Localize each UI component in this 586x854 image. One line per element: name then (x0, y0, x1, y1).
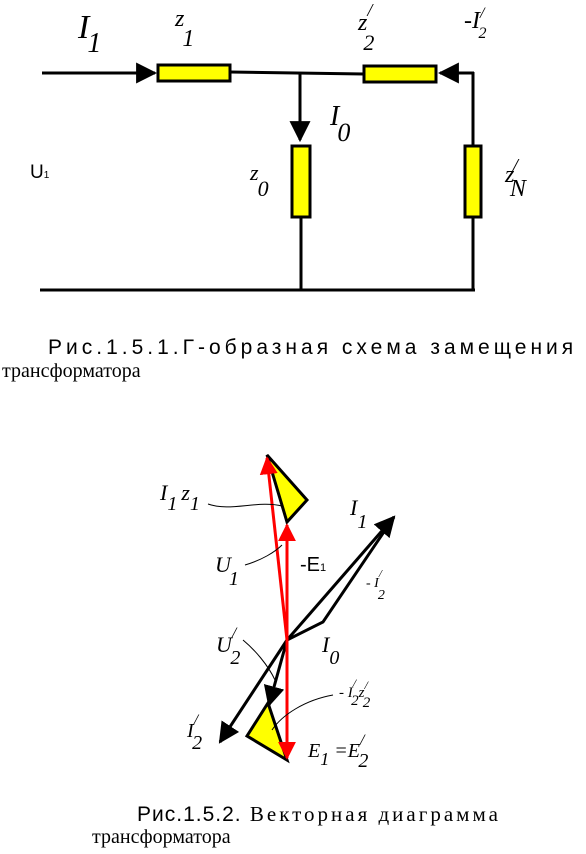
label-z2-prime: z/2 (357, 0, 374, 55)
label-vector-i0: I0 (321, 632, 339, 669)
label-zN-prime: z/N (504, 155, 528, 202)
figure2-title: Векторная диаграмма (241, 802, 501, 826)
figure2-number: Рис.1.5.2. (137, 803, 242, 826)
label-minus-e1: -E1 (300, 554, 326, 576)
figure2-caption-line2: трансформатора (92, 826, 231, 848)
triangle-i2z2 (244, 699, 290, 764)
label-e1-equals-e2: E1 =E/2 (307, 732, 368, 772)
label-z0: z0 (249, 160, 269, 201)
vector-i2-prime (218, 639, 289, 744)
leader-i1z1 (207, 503, 283, 508)
resistor-z1 (156, 63, 232, 83)
leader-i2z2 (271, 694, 334, 731)
figure1-caption-line2: трансформатора (2, 360, 141, 382)
label-vector-i2: I/2 (186, 712, 202, 754)
vector-i1 (285, 515, 396, 641)
resistor-zN-prime (463, 144, 483, 219)
label-vector-u2: U/2 (216, 625, 240, 669)
figure1-caption: Рис.1.5.1.Г-образная схема замещения (48, 336, 578, 359)
label-i1: I1 (77, 9, 101, 59)
leader-u1 (244, 544, 283, 566)
resistor-z2-prime (362, 64, 438, 84)
label-vector-minus-i2: - I/2 (366, 568, 385, 603)
leader-u2 (242, 639, 276, 681)
label-u1: U1 (30, 162, 50, 183)
vector-u2-prime (263, 639, 289, 708)
label-vector-i1: I1 (349, 495, 367, 533)
top-wire (229, 70, 365, 76)
figure2-caption: Рис.1.5.2. Векторная диаграмма (137, 802, 501, 827)
label-minus-i2z2: - I/2z/2 (339, 676, 371, 711)
label-minus-i2-prime: -I/2 (464, 5, 486, 42)
vector-i0-minus-i2 (286, 516, 396, 642)
resistor-z0 (290, 144, 312, 219)
